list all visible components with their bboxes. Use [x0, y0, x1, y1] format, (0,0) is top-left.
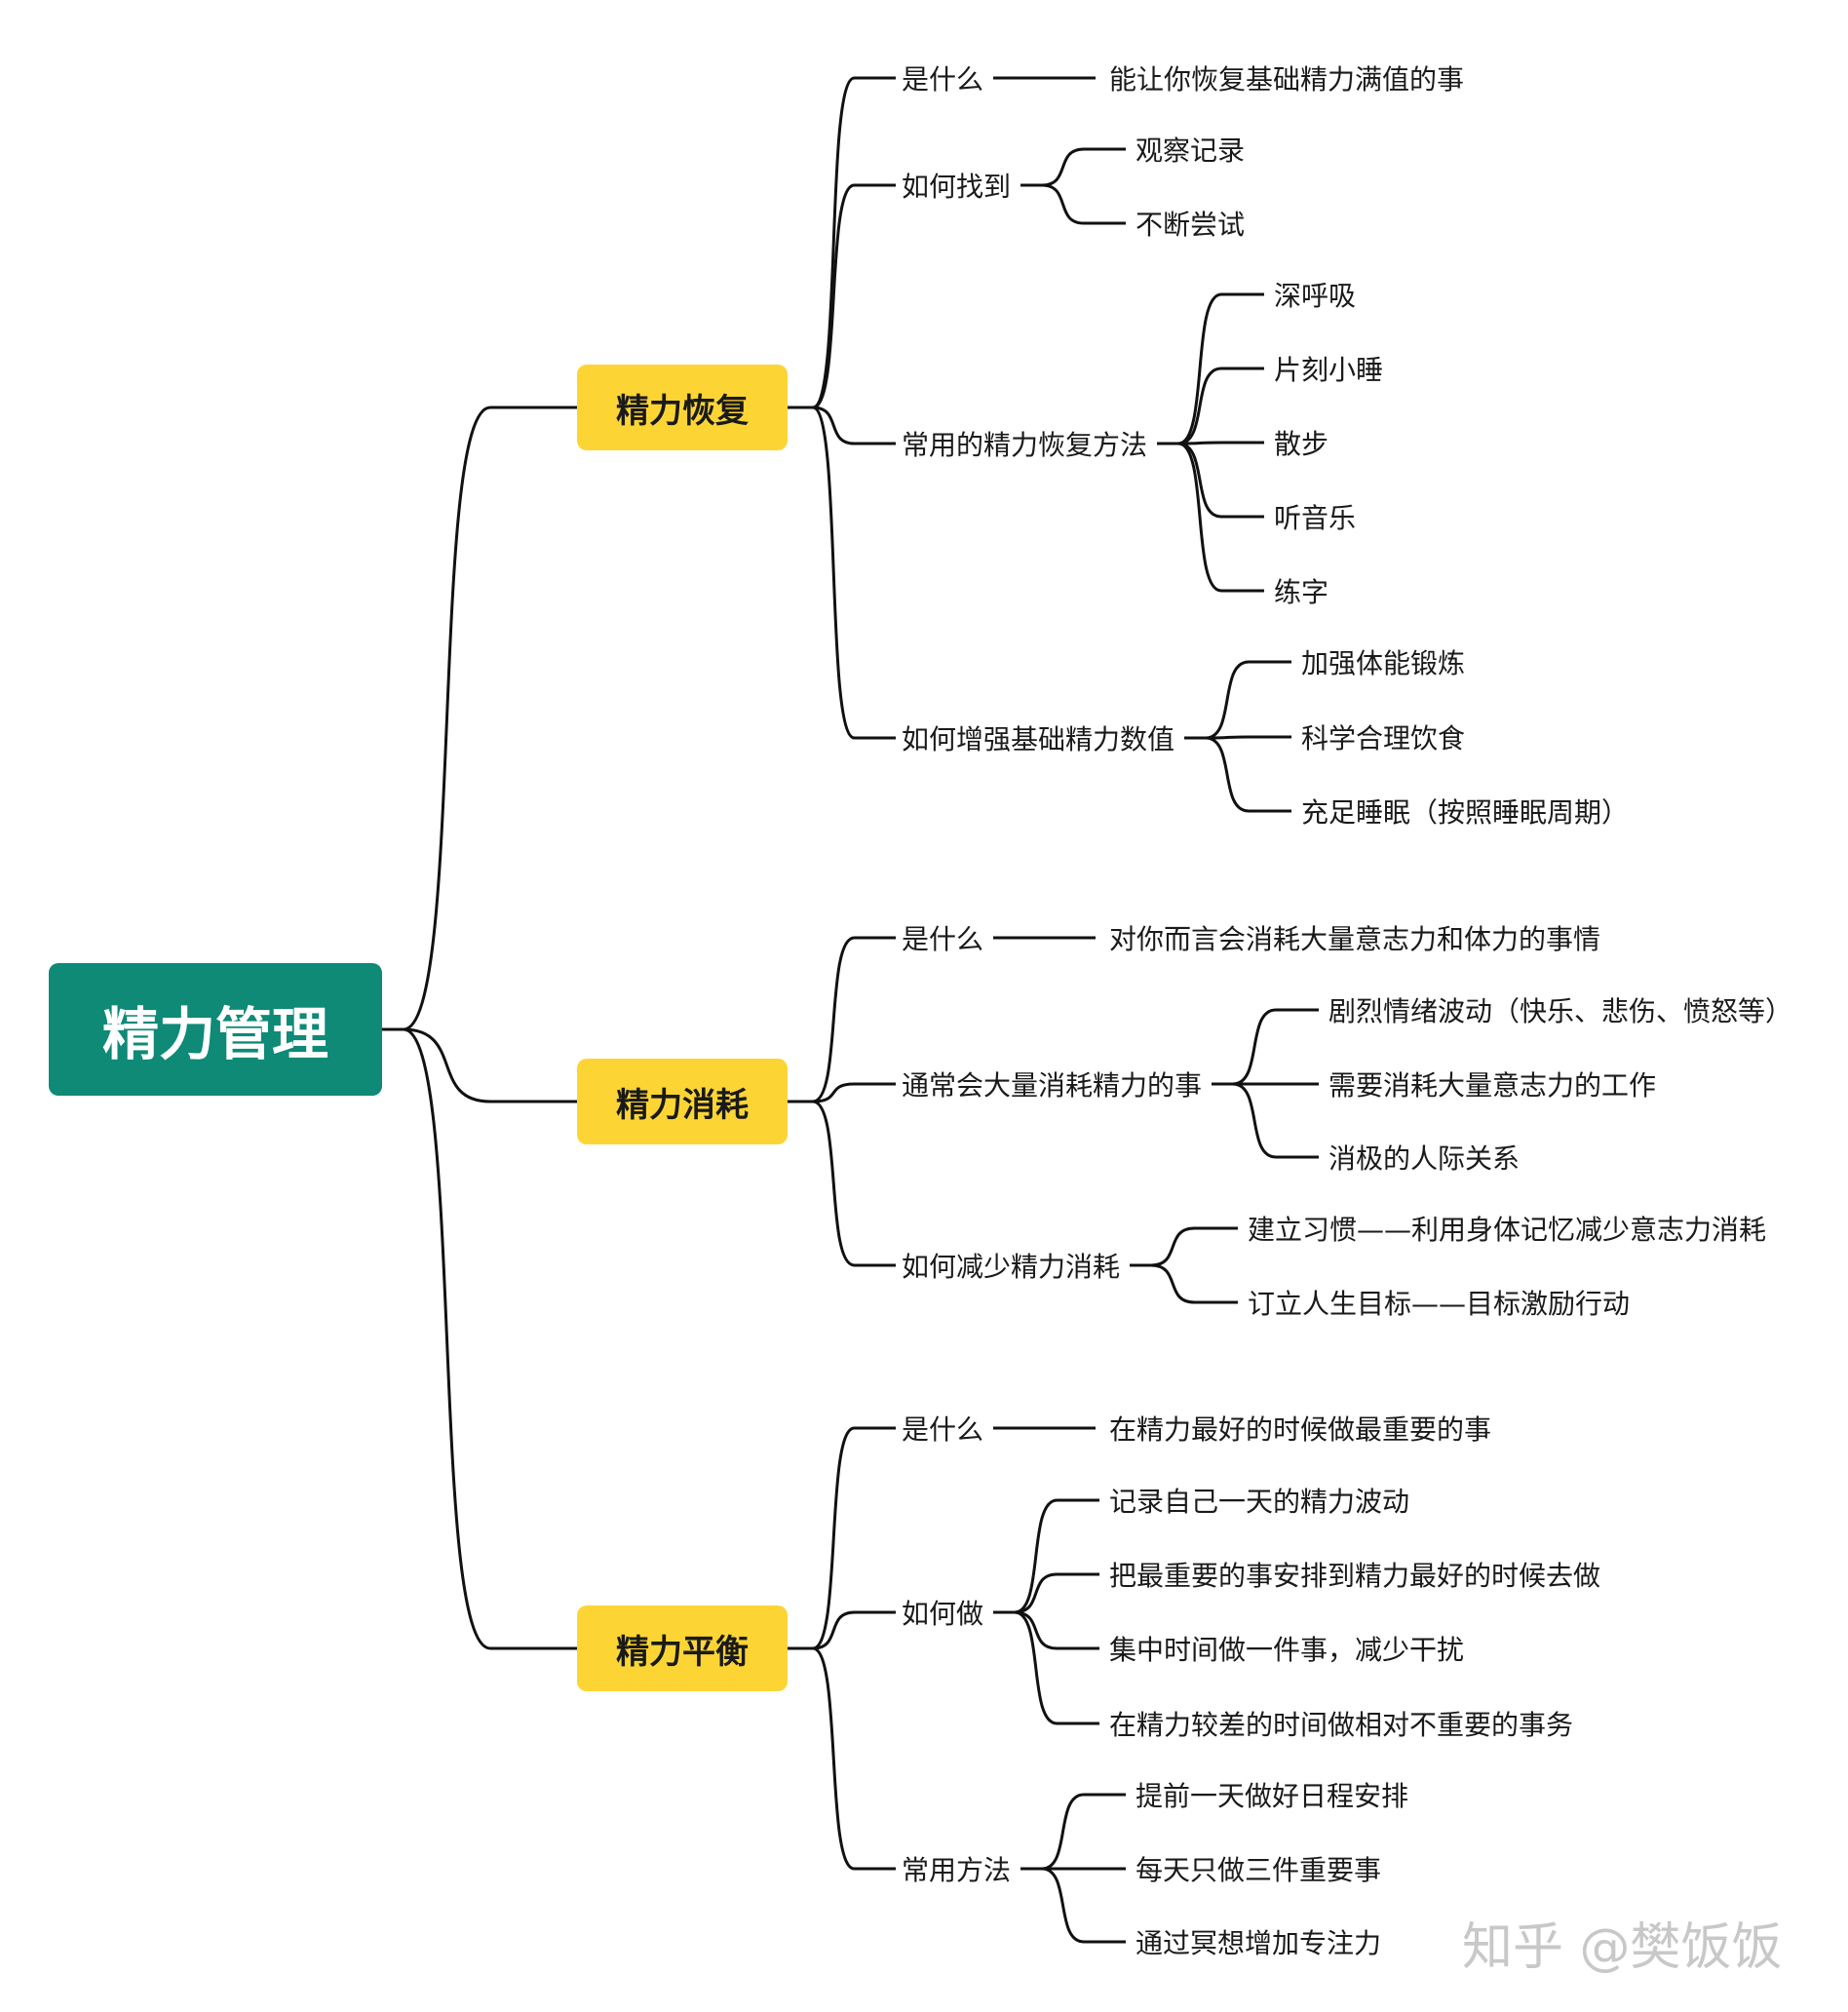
- topic-label: 是什么: [902, 923, 984, 955]
- leaf-label: 观察记录: [1136, 135, 1246, 167]
- connector-leaf-1-3-1: [1177, 292, 1264, 445]
- leaf-label: 记录自己一天的精力波动: [1109, 1486, 1410, 1518]
- connector-leaf-3-2-2: [1014, 1572, 1099, 1614]
- connector-leaf-3-2-3: [1014, 1610, 1099, 1650]
- connector-leaf-3-3-3: [1041, 1867, 1126, 1944]
- connector-root-branch-1: [403, 406, 577, 1031]
- connector-branch1-item4: [812, 406, 896, 740]
- leaf-label: 不断尝试: [1136, 209, 1246, 241]
- connector-root-branch-2: [403, 1027, 577, 1103]
- leaf-label: 通过冥想增加专注力: [1136, 1927, 1382, 1959]
- leaf-label: 散步: [1274, 428, 1329, 460]
- connector-branch3-item1: [812, 1426, 896, 1650]
- leaf-label: 练字: [1274, 576, 1329, 608]
- leaf-label: 建立习惯——利用身体记忆减少意志力消耗: [1248, 1214, 1767, 1246]
- leaf-label: 订立人生目标——目标激励行动: [1248, 1288, 1631, 1320]
- connector-leaf-1-3-3: [1178, 441, 1264, 445]
- leaf-label: 消极的人际关系: [1328, 1142, 1521, 1175]
- connector-leaf-3-2-1: [1014, 1498, 1099, 1614]
- connector-branch3-item2: [812, 1610, 896, 1650]
- topic-label: 如何增强基础精力数值: [902, 723, 1175, 755]
- connector-branch2-item1: [812, 936, 896, 1103]
- connector-leaf-3-3-1: [1041, 1793, 1126, 1871]
- leaf-label: 把最重要的事安排到精力最好的时候去做: [1109, 1560, 1601, 1592]
- leaf-label: 科学合理饮食: [1301, 722, 1466, 754]
- leaf-label: 需要消耗大量意志力的工作: [1328, 1069, 1657, 1102]
- leaf-label: 充足睡眠（按照睡眠周期）: [1301, 796, 1630, 829]
- connector-leaf-1-3-2: [1177, 367, 1264, 445]
- connector-leaf-1-4-1: [1205, 660, 1291, 740]
- leaf-label: 提前一天做好日程安排: [1136, 1780, 1409, 1812]
- topic-label: 是什么: [902, 1413, 984, 1446]
- branch-node-1: 精力恢复: [577, 365, 788, 450]
- connector-leaf-1-2-1: [1041, 147, 1126, 187]
- leaf-label: 深呼吸: [1274, 280, 1357, 312]
- connector-leaf-1-4-3: [1205, 736, 1291, 813]
- connector-leaf-1-2-2: [1041, 183, 1126, 225]
- connector-branch1-item3: [812, 406, 896, 445]
- topic-label: 常用方法: [902, 1854, 1012, 1886]
- connector-leaf-1-3-4: [1177, 442, 1264, 519]
- topic-label: 通常会大量消耗精力的事: [902, 1069, 1203, 1102]
- topic-label: 是什么: [902, 63, 984, 96]
- leaf-label: 剧烈情绪波动（快乐、悲伤、愤怒等）: [1328, 995, 1793, 1027]
- connector-branch1-item2: [812, 183, 896, 409]
- connector-branch1-item1: [812, 76, 896, 409]
- leaf-label: 对你而言会消耗大量意志力和体力的事情: [1109, 923, 1601, 955]
- connector-leaf-2-3-1: [1150, 1226, 1238, 1267]
- connector-branch2-item3: [812, 1100, 896, 1267]
- connector-branch3-item3: [812, 1646, 896, 1871]
- leaf-label: 集中时间做一件事，减少干扰: [1109, 1634, 1465, 1666]
- topic-label: 如何做: [902, 1598, 984, 1630]
- connector-branch2-item2: [812, 1082, 896, 1103]
- topic-label: 如何减少精力消耗: [902, 1251, 1121, 1283]
- connector-leaf-3-2-4: [1014, 1610, 1099, 1725]
- connector-leaf-2-2-3: [1232, 1082, 1319, 1159]
- branch-node-3: 精力平衡: [577, 1606, 788, 1691]
- leaf-label: 在精力最好的时候做最重要的事: [1109, 1413, 1492, 1446]
- leaf-label: 能让你恢复基础精力满值的事: [1109, 63, 1465, 96]
- branch-node-2: 精力消耗: [577, 1059, 788, 1144]
- connector-leaf-2-3-2: [1150, 1263, 1238, 1304]
- connector-leaf-1-4-2: [1206, 735, 1291, 740]
- leaf-label: 在精力较差的时间做相对不重要的事务: [1109, 1709, 1574, 1741]
- connector-leaf-1-3-5: [1177, 442, 1264, 593]
- leaf-label: 每天只做三件重要事: [1136, 1854, 1382, 1886]
- topic-label: 常用的精力恢复方法: [902, 429, 1148, 461]
- leaf-label: 片刻小睡: [1274, 354, 1384, 386]
- connector-leaf-2-2-1: [1232, 1008, 1319, 1086]
- root-node: 精力管理: [49, 963, 382, 1096]
- connector-root-branch-3: [403, 1027, 577, 1650]
- leaf-label: 加强体能锻炼: [1301, 647, 1466, 679]
- topic-label: 如何找到: [902, 171, 1012, 203]
- watermark-text: 知乎 @樊饭饭: [1462, 1918, 1783, 1977]
- leaf-label: 听音乐: [1274, 502, 1357, 534]
